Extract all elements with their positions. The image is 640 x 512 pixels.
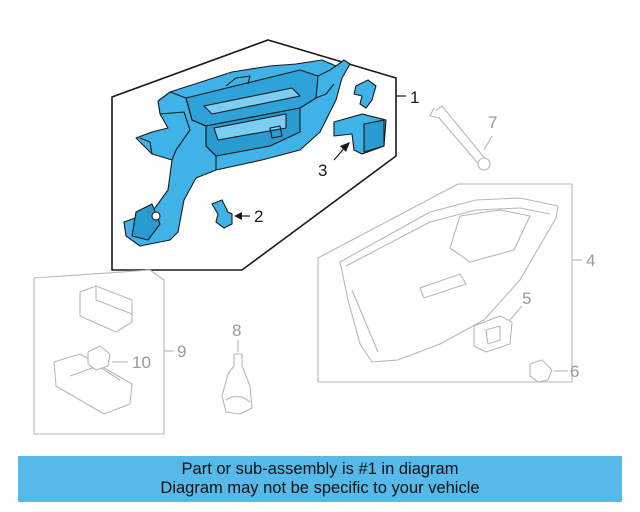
- callout-8: 8: [232, 321, 241, 340]
- callout-7: 7: [488, 113, 497, 132]
- bulb-8[interactable]: [221, 353, 253, 415]
- banner-line-1: Part or sub-assembly is #1 in diagram: [181, 460, 459, 478]
- arrow-2: [234, 212, 242, 220]
- damper-7[interactable]: [429, 105, 491, 171]
- glove-box-door-4[interactable]: [339, 197, 559, 363]
- push-pin-2[interactable]: [211, 199, 233, 229]
- plug-6[interactable]: [529, 359, 553, 383]
- callout-9: 9: [177, 342, 186, 361]
- callout-1: 1: [410, 88, 419, 107]
- callout-5: 5: [522, 289, 531, 308]
- lamp-housing-9[interactable]: [53, 285, 133, 415]
- glove-box-housing[interactable]: [123, 59, 351, 247]
- callout-3: 3: [318, 161, 327, 180]
- callout-10: 10: [132, 353, 151, 372]
- assembly-1-group: 1 2 3: [111, 39, 419, 271]
- bulb-10[interactable]: [87, 345, 111, 371]
- callout-2: 2: [254, 207, 263, 226]
- latch-bracket-3[interactable]: [333, 113, 387, 155]
- housing-clip[interactable]: [353, 79, 377, 109]
- leader-5: [509, 305, 523, 321]
- banner-line-2: Diagram may not be specific to your vehi…: [160, 479, 480, 497]
- latch-5[interactable]: [473, 315, 513, 353]
- callout-6: 6: [570, 362, 579, 381]
- info-banner: Part or sub-assembly is #1 in diagram Di…: [18, 456, 622, 502]
- arrow-3: [340, 142, 350, 152]
- callout-4: 4: [586, 251, 595, 270]
- leader-7: [483, 135, 493, 151]
